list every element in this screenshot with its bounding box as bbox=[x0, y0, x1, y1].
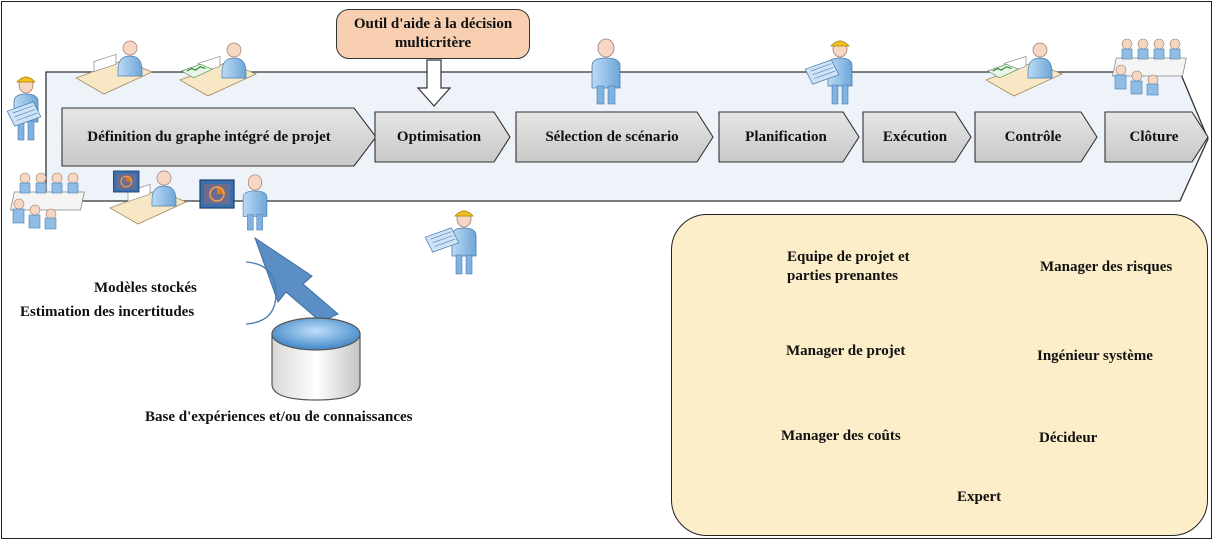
step-definition-label: Définition du graphe intégré de projet bbox=[87, 129, 331, 145]
chevron-selection bbox=[515, 111, 714, 163]
step-selection-label: Sélection de scénario bbox=[545, 129, 679, 145]
chevron-optimisation bbox=[374, 111, 511, 163]
stored-models-label: Modèles stockés bbox=[94, 280, 197, 296]
chevron-planification bbox=[718, 111, 860, 163]
database-label: Base d'expériences et/ou de connaissance… bbox=[145, 409, 413, 425]
step-controle-label: Contrôle bbox=[1004, 129, 1062, 145]
legend-team-label: Equipe de projet et parties prenantes bbox=[787, 249, 910, 284]
legend-cost-manager-label: Manager des coûts bbox=[781, 428, 901, 444]
step-chevrons bbox=[61, 107, 1209, 167]
input-bracket bbox=[245, 261, 277, 325]
step-optimisation-label: Optimisation bbox=[396, 129, 482, 145]
decision-tool-box: Outil d'aide à la décision multicritère bbox=[336, 9, 530, 59]
legend-decision-maker-label: Décideur bbox=[1039, 430, 1098, 446]
step-planification-label: Planification bbox=[745, 129, 827, 145]
monitor-icon bbox=[112, 170, 140, 193]
legend-expert-label: Expert bbox=[957, 489, 1002, 505]
input-arrow bbox=[254, 236, 339, 323]
tool-down-arrow bbox=[416, 59, 452, 107]
legend-box bbox=[671, 214, 1208, 536]
expert-screen-icon bbox=[199, 179, 235, 209]
database-icon bbox=[271, 317, 361, 401]
decision-tool-label: Outil d'aide à la décision multicritère bbox=[353, 16, 513, 51]
chevron-controle bbox=[974, 111, 1098, 163]
step-execution-label: Exécution bbox=[882, 129, 948, 145]
chevron-definition bbox=[61, 107, 377, 167]
legend-risk-manager-label: Manager des risques bbox=[1040, 259, 1173, 275]
legend-project-manager-label: Manager de projet bbox=[786, 343, 906, 359]
chevron-cloture bbox=[1104, 111, 1209, 163]
legend-system-engineer-label: Ingénieur système bbox=[1037, 348, 1153, 364]
step-cloture-label: Clôture bbox=[1129, 129, 1179, 145]
chevron-execution bbox=[862, 111, 972, 163]
uncertainty-estimation-label: Estimation des incertitudes bbox=[20, 304, 195, 320]
